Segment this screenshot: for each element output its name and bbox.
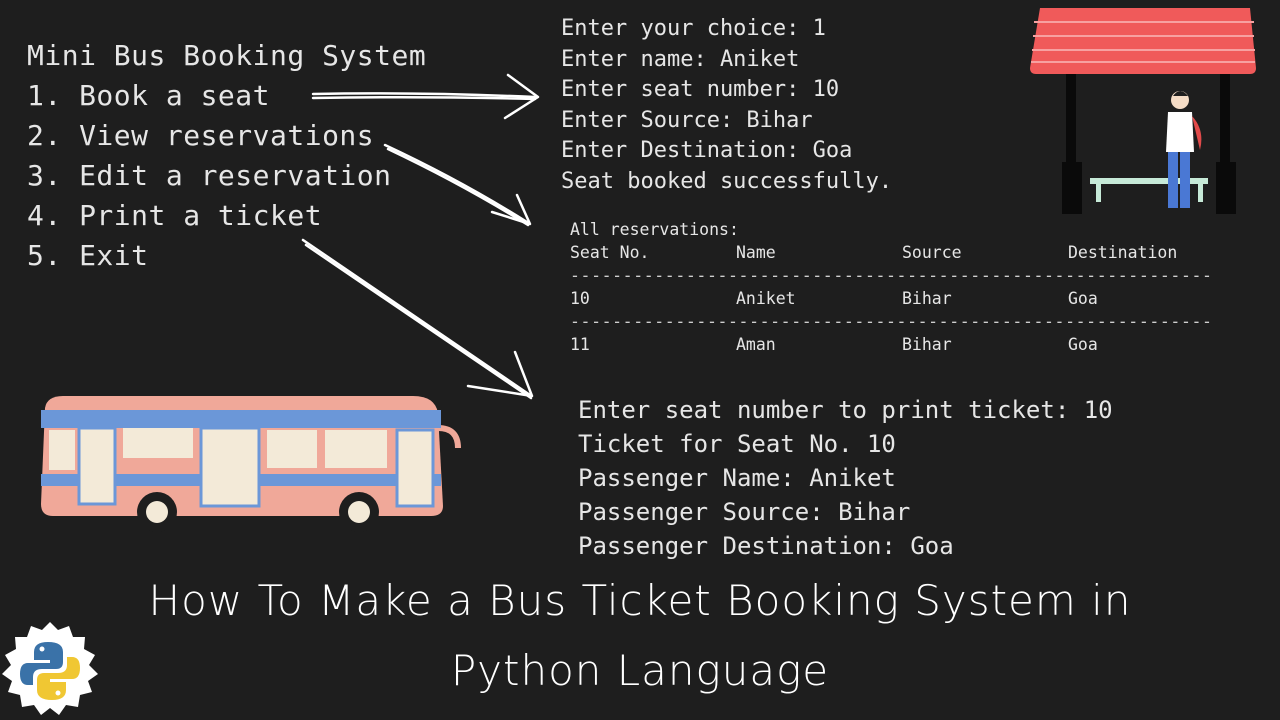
column-header: Source — [902, 243, 962, 262]
table-cell: Aman — [736, 335, 776, 354]
table-row: 10 Aniket Bihar Goa — [570, 287, 1234, 310]
console-line: Enter seat number: 10 — [561, 77, 840, 102]
console-line: Passenger Destination: Goa — [578, 532, 954, 560]
table-cell: 10 — [570, 289, 590, 308]
table-cell: Aniket — [736, 289, 796, 308]
menu-item-view: 2. View reservations — [27, 119, 375, 152]
arrow-icon — [311, 73, 540, 120]
table-row: 11 Aman Bihar Goa — [570, 333, 1234, 356]
table-cell: Goa — [1068, 335, 1098, 354]
menu-title: Mini Bus Booking System — [27, 39, 427, 72]
console-line: Passenger Source: Bihar — [578, 498, 911, 526]
bus-stop-illustration — [1030, 8, 1256, 214]
caption-line-1: How To Make a Bus Ticket Booking System … — [148, 576, 1132, 625]
table-heading: All reservations: — [570, 220, 739, 239]
console-line: Enter Source: Bihar — [561, 107, 813, 133]
arrow-icon — [301, 238, 534, 400]
table-separator: ----------------------------------------… — [570, 312, 1213, 331]
reservations-table: All reservations: Seat No. Name Source D… — [570, 218, 1234, 356]
console-line: Passenger Name: Aniket — [578, 464, 896, 492]
table-cell: Bihar — [902, 335, 952, 354]
console-line: Enter seat number to print ticket: 10 — [578, 396, 1113, 424]
table-separator: ----------------------------------------… — [570, 266, 1213, 285]
bus-illustration — [41, 396, 461, 532]
table-header-row: Seat No. Name Source Destination — [570, 241, 1234, 264]
column-header: Seat No. — [570, 243, 650, 262]
arrow-icon — [383, 143, 532, 227]
main-menu: Mini Bus Booking System 1. Book a seat 2… — [27, 36, 426, 276]
ticket-console-output: Enter seat number to print ticket: 10 Ti… — [578, 393, 1113, 563]
menu-item-edit: 3. Edit a reservation — [27, 159, 392, 192]
console-line: Enter name: Aniket — [561, 46, 800, 72]
menu-item-exit: 5. Exit — [27, 239, 149, 272]
menu-item-print: 4. Print a ticket — [27, 199, 323, 232]
table-cell: 11 — [570, 335, 590, 354]
column-header: Destination — [1068, 243, 1178, 262]
python-logo-icon — [2, 622, 98, 715]
table-cell: Goa — [1068, 289, 1098, 308]
console-line: Seat booked successfully. — [561, 168, 893, 194]
menu-item-book: 1. Book a seat — [27, 79, 271, 112]
console-line: Ticket for Seat No. 10 — [578, 430, 896, 458]
booking-console-output: Enter your choice: 1 Enter name: Aniket … — [561, 14, 892, 197]
column-header: Name — [736, 243, 776, 262]
console-line: Enter Destination: Goa — [561, 138, 853, 163]
table-cell: Bihar — [902, 289, 952, 308]
caption-line-2: Python Language — [450, 646, 830, 695]
console-line: Enter your choice: 1 — [561, 16, 826, 41]
